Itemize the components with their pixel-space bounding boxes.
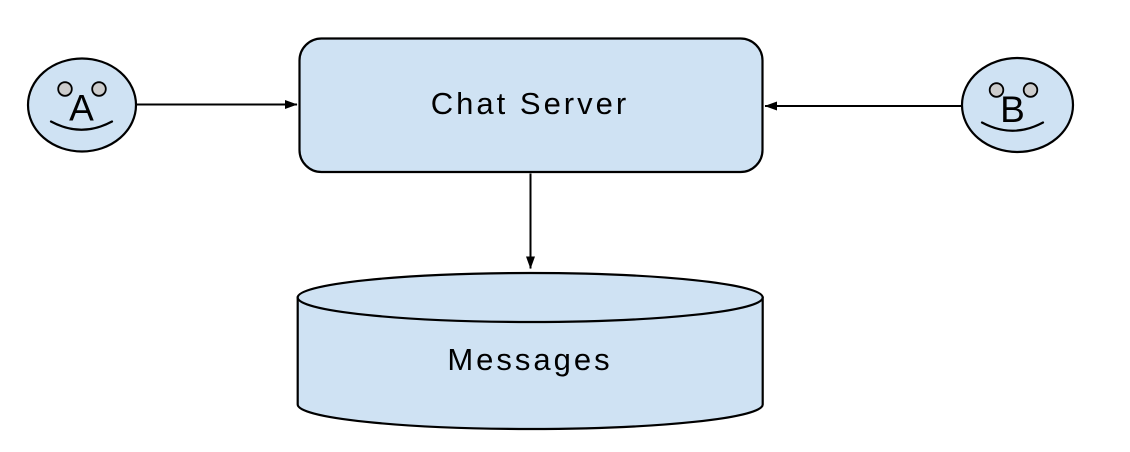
messages-cylinder-body [296, 296, 764, 431]
chat-server-label: Chat Server [431, 86, 629, 121]
actor-b-left-eye-icon [988, 82, 1005, 98]
messages-label: Messages [447, 342, 612, 377]
actor-a-label: A [69, 88, 94, 129]
chat-server-node: Chat Server [298, 37, 764, 174]
actor-b-smile-icon [980, 121, 1045, 132]
actor-b: B [960, 56, 1075, 154]
actor-a-face [26, 57, 138, 153]
actor-a: A [26, 57, 138, 153]
messages-cylinder-top [296, 271, 764, 324]
actor-b-label: B [1000, 89, 1025, 130]
actor-a-smile-icon [49, 120, 114, 131]
messages-node: Messages [296, 271, 764, 431]
actor-b-right-eye-icon [1022, 82, 1039, 98]
actor-a-left-eye-icon [57, 81, 73, 97]
chat-server-box [298, 37, 764, 174]
actor-a-right-eye-icon [91, 81, 107, 97]
